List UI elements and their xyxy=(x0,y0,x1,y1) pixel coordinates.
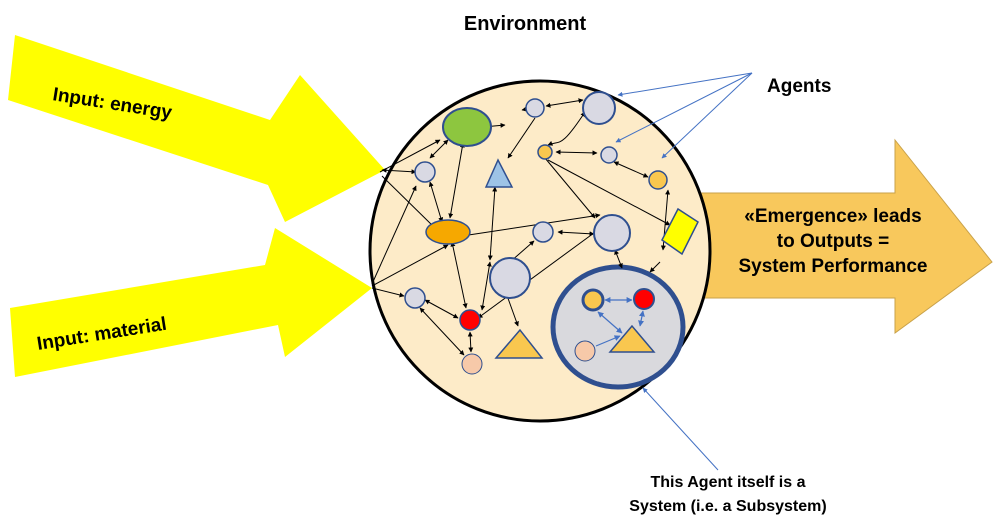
agent-grey-circle xyxy=(525,98,545,118)
agent-gold-triangle xyxy=(494,328,544,359)
output-label-line3: System Performance xyxy=(738,256,927,277)
agent-blue-triangle xyxy=(484,158,514,188)
agent-grey-circle xyxy=(404,287,426,309)
output-label-line2: to Outputs = xyxy=(777,231,889,252)
agent-green-ellipse xyxy=(442,107,492,147)
input-material-arrow xyxy=(10,228,372,377)
subsystem-gold-triangle xyxy=(608,324,656,353)
agent-red-circle xyxy=(459,309,481,331)
environment-title: Environment xyxy=(464,13,587,35)
agent-grey-circle xyxy=(593,214,631,252)
subsystem-peach-circle xyxy=(574,340,596,362)
agent-grey-circle xyxy=(532,221,554,243)
subsystem-pointer-line xyxy=(642,387,719,471)
agents-label: Agents xyxy=(767,76,831,97)
subsystem-note-line1: This Agent itself is a xyxy=(651,474,806,491)
agent-connections xyxy=(371,98,671,356)
agent-gold-circle xyxy=(648,170,668,190)
agent-grey-circle xyxy=(414,161,436,183)
input-energy-arrow xyxy=(8,35,385,222)
agent-grey-circle xyxy=(582,91,616,125)
subsystem-note-line2: System (i.e. a Subsystem) xyxy=(629,498,826,515)
subsystem-agent xyxy=(550,264,686,390)
agents xyxy=(404,91,699,375)
agent-orange-ellipse xyxy=(425,219,471,245)
agent-grey-circle xyxy=(489,257,531,299)
subsystem-gold-circle xyxy=(581,288,605,312)
subsystem-connections xyxy=(595,297,645,347)
output-label-line1: «Emergence» leads xyxy=(744,206,921,227)
subsystem-red-circle xyxy=(633,288,655,310)
agent-peach-circle xyxy=(461,353,483,375)
agent-yellow-rectangle xyxy=(661,207,699,256)
agent-gold-circle xyxy=(537,144,553,160)
agents-pointer-lines xyxy=(615,72,753,159)
agent-grey-circle xyxy=(600,146,618,164)
output-arrow xyxy=(699,138,993,334)
